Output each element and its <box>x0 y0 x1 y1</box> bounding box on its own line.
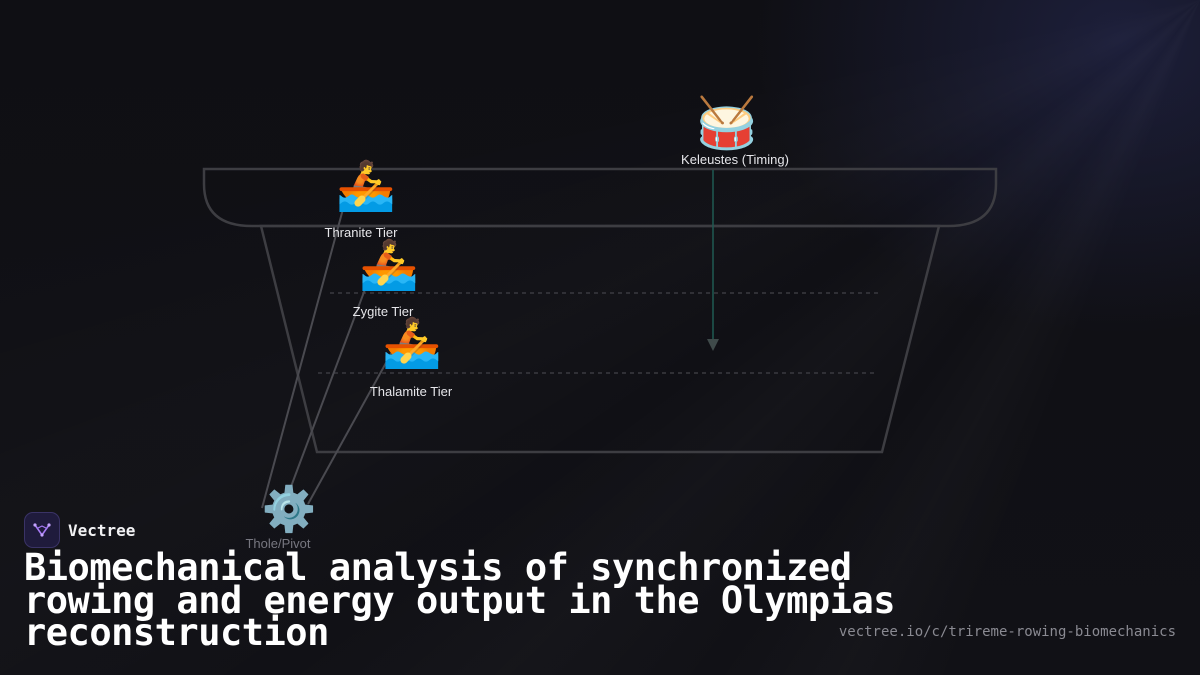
keleustes-label: Keleustes (Timing) <box>681 152 789 167</box>
pivot-label: Thole/Pivot <box>245 536 310 551</box>
rower-icon: 🚣 <box>336 158 396 214</box>
rower-label-thalamite: Thalamite Tier <box>370 384 453 399</box>
rower-label-zygite: Zygite Tier <box>353 304 414 319</box>
hull-deck <box>202 167 998 228</box>
rower-icon: 🚣 <box>359 237 419 293</box>
gear-icon: ⚙️ <box>262 484 317 535</box>
page-title: Biomechanical analysis of synchronized r… <box>24 546 896 654</box>
oar-line <box>285 275 371 501</box>
page-url[interactable]: vectree.io/c/trireme-rowing-biomechanics <box>838 624 1176 640</box>
brand: Vectree <box>24 512 135 548</box>
rower-label-thranite: Thranite Tier <box>325 225 399 240</box>
brand-name: Vectree <box>68 520 136 540</box>
oar-line <box>307 351 393 505</box>
rower-icon: 🚣 <box>382 315 442 371</box>
drum-icon: 🥁 <box>696 94 759 152</box>
vectree-logo-icon <box>24 512 60 548</box>
oar-line <box>261 197 347 509</box>
